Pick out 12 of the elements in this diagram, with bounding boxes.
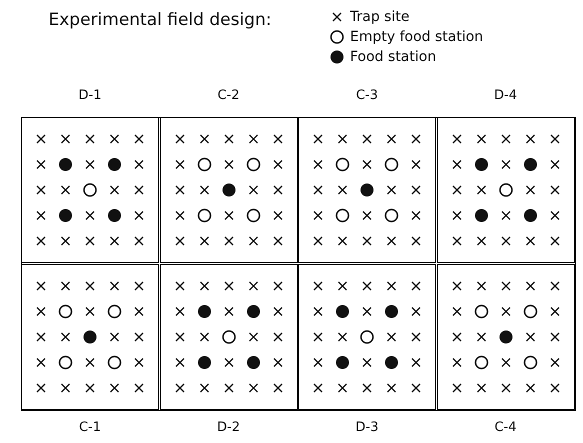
plot-label: C-2: [216, 88, 241, 103]
legend-text: Trap site: [350, 8, 410, 26]
plot-label: C-4: [493, 420, 518, 435]
plot-label: D-4: [493, 88, 518, 103]
legend-text: Empty food station: [350, 28, 484, 46]
legend-text: Food station: [350, 48, 436, 66]
plot-label: D-2: [216, 420, 241, 435]
diagram-title: Experimental field design:: [48, 9, 272, 32]
plot-label: D-1: [78, 88, 102, 103]
plot-label: C-3: [354, 88, 380, 103]
plot-label: C-1: [78, 420, 102, 435]
plot-label: D-3: [354, 420, 380, 435]
